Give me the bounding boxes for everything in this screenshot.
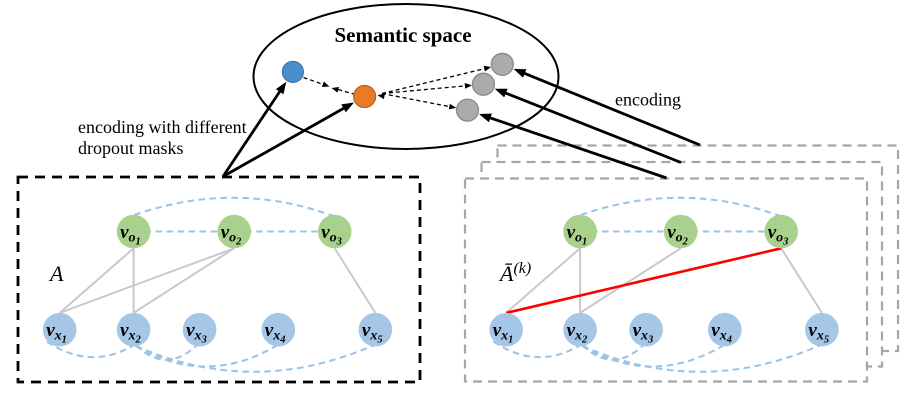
svg-text:encoding: encoding — [615, 90, 681, 110]
svg-text:dropout masks: dropout masks — [78, 138, 184, 158]
svg-text:Semantic space: Semantic space — [334, 23, 471, 47]
svg-text:A: A — [48, 261, 64, 286]
svg-text:encoding with different: encoding with different — [78, 117, 247, 137]
